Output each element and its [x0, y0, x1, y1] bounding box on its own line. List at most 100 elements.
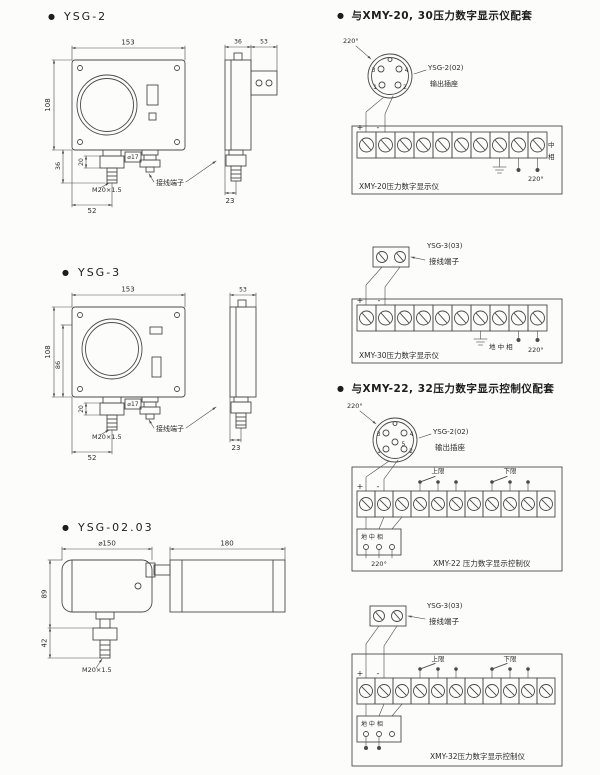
minus-terminal-label: -: [377, 123, 380, 132]
xmy30-strip-voltage: 220°: [528, 346, 544, 354]
pin-3-label: 3: [377, 431, 381, 438]
power-terminal-box: [356, 516, 403, 559]
terminal-screw: [518, 490, 538, 518]
terminal-screw: [394, 131, 415, 159]
ysg3-dim-52: 52: [88, 454, 97, 462]
low-limit-switch: [490, 475, 530, 492]
ysg3-front-view: [51, 292, 217, 455]
ysg2-gland-label: ⌀17: [127, 154, 138, 161]
minus-terminal-label: -: [377, 669, 380, 678]
terminal-screw: [375, 131, 396, 159]
ysg3-thread-label: M20×1.5: [92, 433, 122, 441]
xmy22-instrument-name: XMY-22 压力数字显示控制仪: [433, 558, 531, 568]
ysg02-dim-dia: ⌀150: [98, 540, 116, 548]
terminal-screw: [392, 490, 412, 518]
xmy30-block-model: YSG-3(03): [426, 242, 463, 250]
ysg2-dim-20: 20: [78, 158, 85, 166]
terminal-screw: [432, 304, 453, 332]
xmy30-terminal-strip: [351, 298, 563, 364]
terminal-screw: [413, 131, 434, 159]
xmy30-instrument-name: XMY-30压力数字显示仪: [359, 350, 440, 360]
output-socket: [359, 410, 432, 492]
terminal-screw: [470, 131, 491, 159]
pin-2-label: 2: [403, 84, 407, 91]
xmy22-heading: ● 与XMY-22, 32压力数字显示控制仪配套: [337, 381, 554, 396]
xmy22-heading-text: 与XMY-22, 32压力数字显示控制仪配套: [351, 383, 555, 395]
xmy20-plug-voltage: 220°: [343, 37, 359, 45]
plus-terminal-label: +: [357, 296, 364, 305]
plus-terminal-label: +: [357, 123, 364, 132]
ysg3-heading: ●YSG-3: [62, 266, 121, 279]
terminal-screw: [470, 304, 491, 332]
terminal-screw: [536, 490, 556, 518]
terminal-screw: [356, 304, 377, 332]
bullet-icon: ●: [48, 12, 57, 21]
ysg3-terminal-label: 接线端子: [156, 424, 184, 433]
ysg3-dim-153: 153: [121, 286, 134, 294]
terminal-screw: [464, 490, 484, 518]
bullet-icon: ●: [337, 384, 345, 393]
terminal-screw: [489, 131, 510, 159]
ysg3-dim-108: 108: [44, 345, 52, 358]
pin-3-label: 3: [372, 67, 376, 74]
ground-neutral-phase-labels: 地 中 相: [489, 342, 513, 351]
plus-terminal-label: +: [357, 669, 364, 678]
xmy32-terminal-strip: [351, 653, 563, 767]
high-limit-label: 上限: [432, 654, 446, 663]
bullet-icon: ●: [62, 523, 71, 532]
terminal-screw: [482, 490, 502, 518]
pin-4-label: 4: [405, 67, 409, 74]
xmy20-instrument-name: XMY-20压力数字显示仪: [359, 181, 440, 191]
neutral-label: 中: [548, 140, 555, 149]
ground-symbol: [492, 157, 507, 174]
terminal-screw: [536, 677, 556, 705]
ysg02-dimension-lines: [47, 546, 153, 669]
ysg2-thread-label: M20×1.5: [92, 186, 122, 194]
xmy20-strip-voltage: 220°: [528, 175, 544, 183]
ysg3-gland-label: ⌀17: [127, 401, 138, 408]
low-limit-switch: [490, 662, 530, 679]
ysg02-front-view: [47, 546, 153, 669]
minus-terminal-label: -: [377, 482, 380, 491]
ysg2-heading: ● YSG-2: [48, 10, 107, 23]
high-limit-switch: [418, 662, 458, 679]
ground-neutral-phase-labels: 地 中 相: [361, 720, 383, 728]
terminal-screw: [410, 490, 430, 518]
terminal-screw: [527, 131, 548, 159]
xmy32-block-model: YSG-3(03): [426, 602, 463, 610]
ysg2-terminal-label: 接线端子: [156, 178, 184, 187]
terminal-screw: [374, 677, 394, 705]
xmy22-strip-voltage: 220°: [371, 560, 387, 568]
ysg3-dim-86: 86: [54, 361, 62, 369]
terminal-screw: [392, 677, 412, 705]
ysg3-side-view: [229, 292, 257, 443]
ysg3-side-dim-23: 23: [232, 444, 241, 452]
terminal-screw: [508, 131, 529, 159]
xmy22-sensor-model: YSG-2(02): [432, 428, 469, 436]
ysg02-heading: ●YSG-02.03: [62, 521, 154, 534]
pin-4-label: 4: [410, 431, 414, 438]
terminal-screw: [375, 304, 396, 332]
ysg2-drawing: 153 108 36 20 M20×1.5 52 ⌀17 接线端子 36 53 …: [44, 39, 278, 215]
terminal-screw: [428, 677, 448, 705]
low-limit-label: 下限: [504, 654, 518, 663]
ysg02-thread-label: M20×1.5: [82, 666, 112, 674]
xmy32-instrument-name: XMY-32压力数字显示控制仪: [430, 751, 526, 761]
xmy22-wiring-diagram: 220° 3 4 1 2 5 YSG-2(02) 输出插座 + - 上限 下限 …: [347, 402, 563, 572]
pin-5-label: 5: [402, 441, 406, 448]
ysg2-side-dim-36: 36: [234, 39, 242, 46]
ysg2-dimension-lines: [51, 45, 217, 208]
terminal-screw: [489, 304, 510, 332]
terminal-block-label: 接线端子: [429, 616, 459, 626]
xmy32-wiring-diagram: YSG-3(03) 接线端子 + - 上限 下限 地 中 相 XMY-32压力数…: [351, 602, 563, 767]
terminal-screw: [446, 490, 466, 518]
terminal-screw: [518, 677, 538, 705]
terminal-screw: [482, 677, 502, 705]
ysg2-title: YSG-2: [63, 10, 108, 23]
ysg2-side-dim-23: 23: [226, 197, 235, 205]
ysg2-dim-52: 52: [88, 207, 97, 215]
terminal-screw: [464, 677, 484, 705]
xmy22-plug-voltage: 220°: [347, 402, 363, 410]
plus-terminal-label: +: [357, 482, 364, 491]
